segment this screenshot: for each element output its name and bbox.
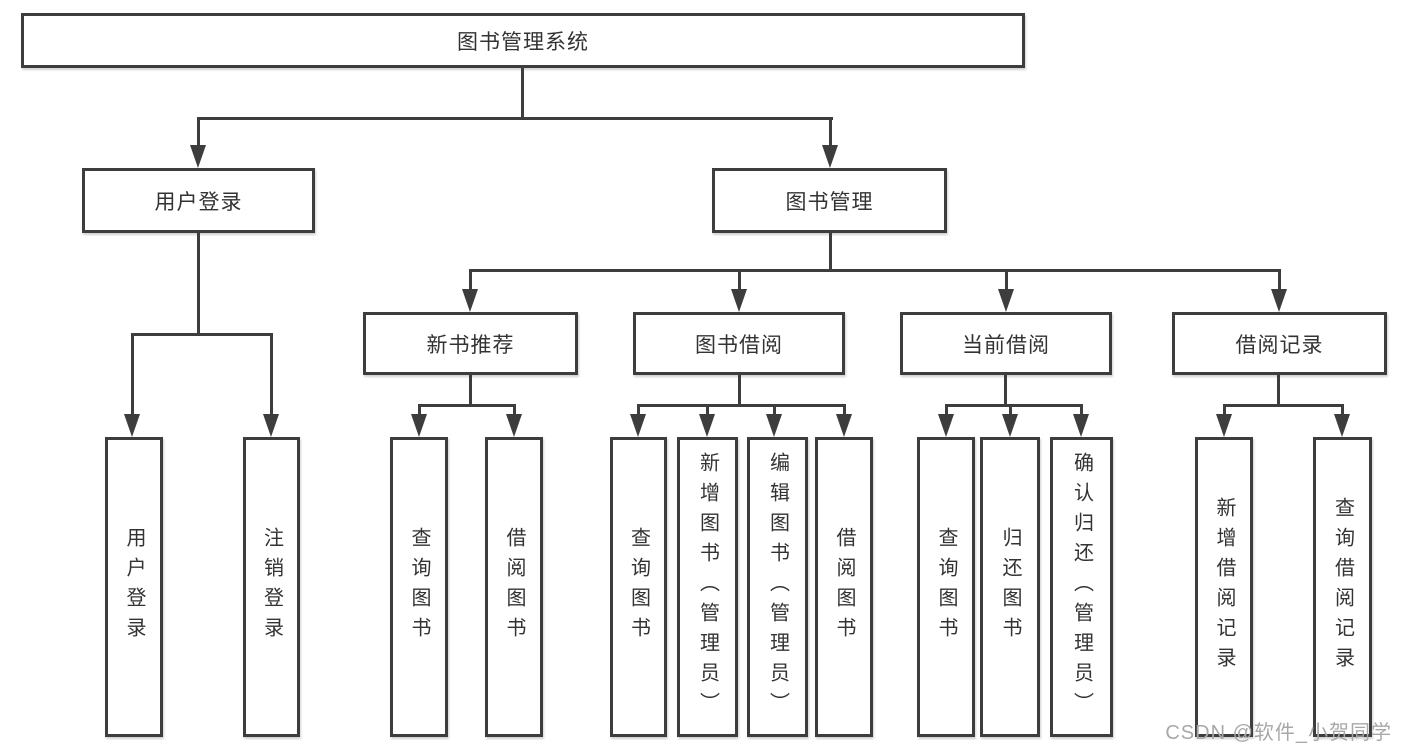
arrow-down-icon xyxy=(998,270,1014,312)
arrow-down-icon xyxy=(411,405,427,437)
node-label: 新书推荐 xyxy=(426,333,515,357)
node-label: 新增借阅记录 xyxy=(1213,497,1235,677)
csdn-watermark: CSDN @软件_小贺同学 xyxy=(1165,722,1392,744)
node-label: 借阅记录 xyxy=(1235,333,1324,357)
node-label: 归还图书 xyxy=(999,527,1021,647)
arrow-down-icon xyxy=(124,334,140,437)
arrow-down-icon xyxy=(731,270,747,312)
leaf-add-borrow-record: 新增借阅记录 xyxy=(1195,437,1253,737)
leaf-query-borrow-record: 查询借阅记录 xyxy=(1313,437,1372,737)
node-label: 图书管理系统 xyxy=(457,30,589,54)
arrow-down-icon xyxy=(1073,405,1089,437)
connector-line xyxy=(738,375,741,407)
leaf-borrow-book: 借阅图书 xyxy=(815,437,873,737)
connector-line xyxy=(131,333,273,336)
node-label: 用户登录 xyxy=(154,190,243,214)
arrow-down-icon xyxy=(630,405,646,437)
arrow-down-icon xyxy=(506,405,522,437)
leaf-borrow-book: 借阅图书 xyxy=(485,437,543,737)
arrow-down-icon xyxy=(462,270,478,312)
arrow-down-icon xyxy=(699,405,715,437)
arrow-down-icon xyxy=(1334,405,1350,437)
node-label: 查询图书 xyxy=(935,527,957,647)
arrow-down-icon xyxy=(938,405,954,437)
arrow-down-icon xyxy=(1216,405,1232,437)
connector-line xyxy=(829,233,832,272)
connector-line xyxy=(197,117,833,120)
arrow-down-icon xyxy=(190,118,206,168)
leaf-edit-book-admin: 编辑图书（管理员） xyxy=(747,437,808,737)
node-borrowing-records: 借阅记录 xyxy=(1172,312,1387,375)
node-label: 注销登录 xyxy=(260,527,283,647)
connector-line xyxy=(197,233,200,336)
node-label: 当前借阅 xyxy=(962,333,1050,357)
leaf-return-book: 归还图书 xyxy=(980,437,1040,737)
node-label: 查询图书 xyxy=(408,527,430,647)
arrow-down-icon xyxy=(822,118,838,168)
leaf-query-book: 查询图书 xyxy=(917,437,975,737)
node-label: 借阅图书 xyxy=(503,527,525,647)
connector-line xyxy=(469,269,1281,272)
node-label: 编辑图书（管理员） xyxy=(766,452,789,722)
node-label: 用户登录 xyxy=(123,527,145,647)
node-label: 查询借阅记录 xyxy=(1331,497,1354,677)
leaf-user-login: 用户登录 xyxy=(105,437,163,737)
connector-line xyxy=(945,404,1083,407)
connector-line xyxy=(418,404,516,407)
connector-line xyxy=(469,375,472,407)
node-user-login: 用户登录 xyxy=(82,168,315,233)
node-book-borrowing: 图书借阅 xyxy=(633,312,845,375)
node-label: 图书管理 xyxy=(785,190,874,214)
node-label: 借阅图书 xyxy=(833,527,855,647)
connector-line xyxy=(637,404,846,407)
connector-line xyxy=(1223,404,1344,407)
node-label: 确认归还（管理员） xyxy=(1070,452,1093,722)
arrow-down-icon xyxy=(1002,405,1018,437)
arrow-down-icon xyxy=(836,405,852,437)
connector-line xyxy=(1004,375,1007,407)
arrow-down-icon xyxy=(766,405,782,437)
leaf-add-book-admin: 新增图书（管理员） xyxy=(677,437,738,737)
arrow-down-icon xyxy=(1271,270,1287,312)
leaf-confirm-return-admin: 确认归还（管理员） xyxy=(1050,437,1113,737)
node-label: 查询图书 xyxy=(627,527,650,647)
node-current-borrowing: 当前借阅 xyxy=(900,312,1112,375)
node-book-management: 图书管理 xyxy=(712,168,947,233)
leaf-query-book: 查询图书 xyxy=(610,437,667,737)
leaf-logout: 注销登录 xyxy=(243,437,300,737)
connector-line xyxy=(521,68,524,120)
connector-line xyxy=(1277,375,1280,407)
arrow-down-icon xyxy=(263,334,279,437)
node-new-book-recommendation: 新书推荐 xyxy=(363,312,578,375)
leaf-query-book: 查询图书 xyxy=(390,437,448,737)
node-library-management-system: 图书管理系统 xyxy=(21,13,1025,68)
node-label: 新增图书（管理员） xyxy=(696,452,719,722)
node-label: 图书借阅 xyxy=(695,333,783,357)
